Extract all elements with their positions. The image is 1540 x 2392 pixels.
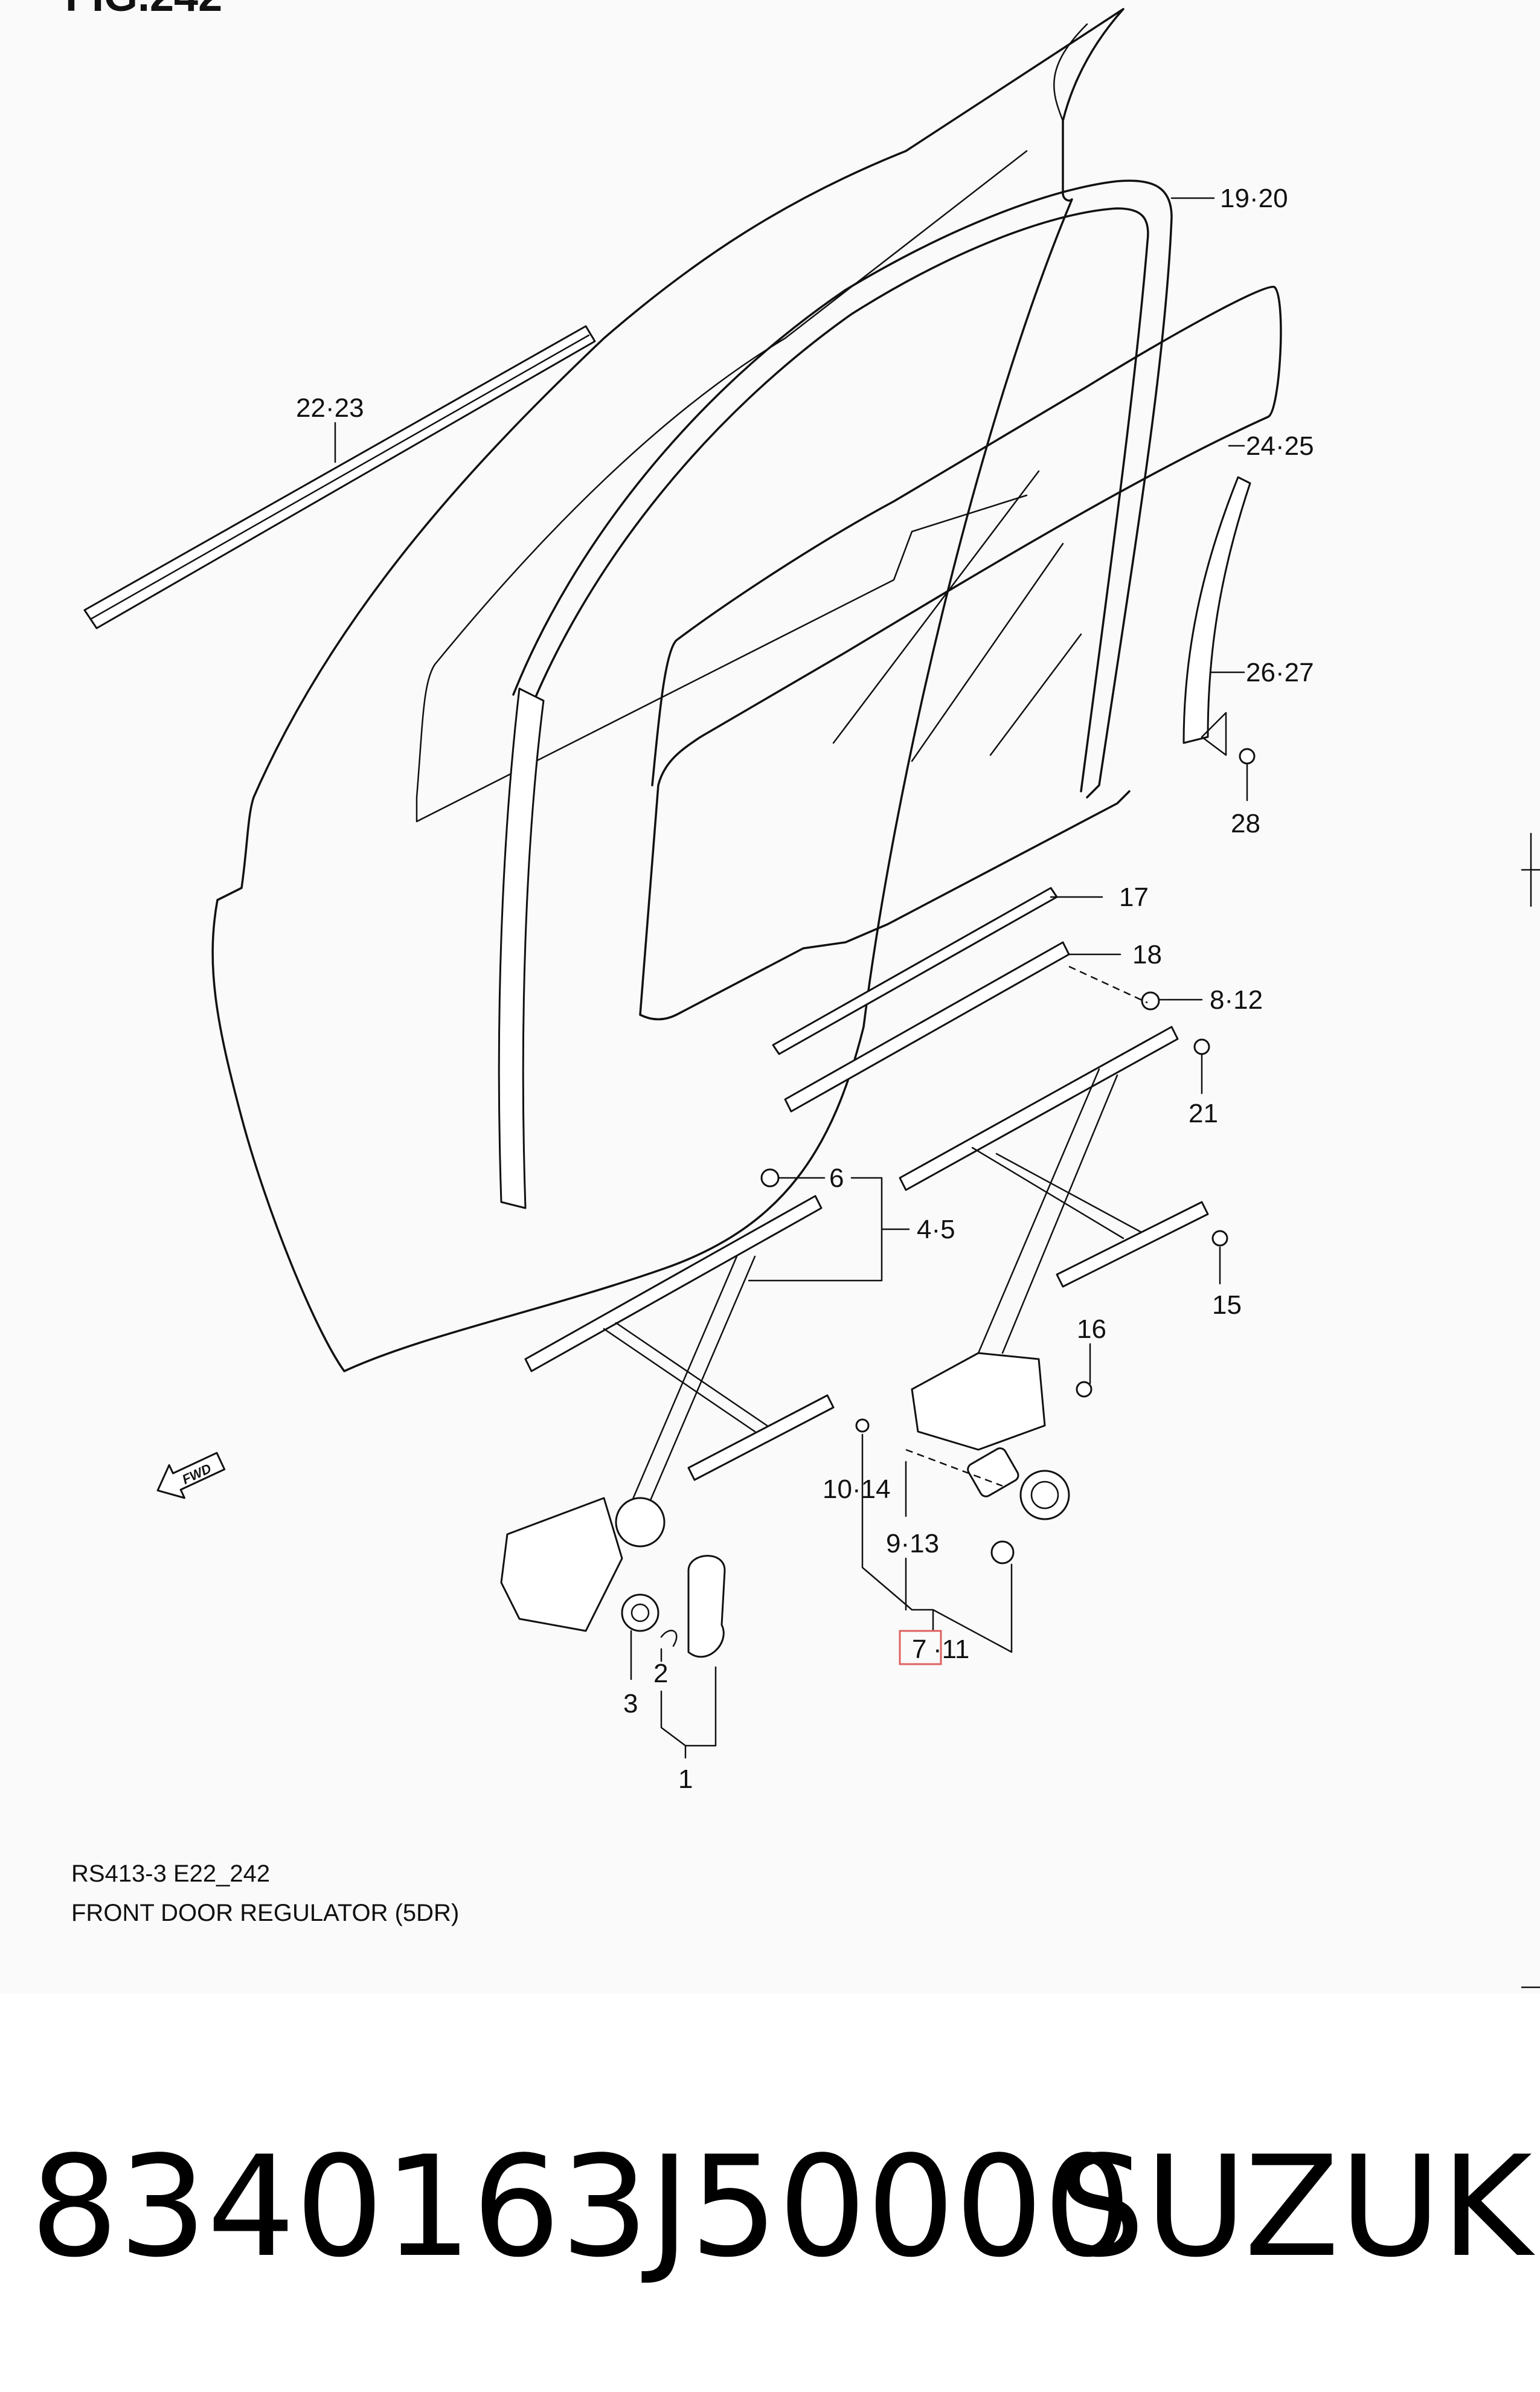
callout-3: 3 <box>623 1689 638 1718</box>
rear-sash-bracket <box>1201 712 1227 756</box>
diagram-code: RS413-3 E22_242 <box>71 1860 271 1887</box>
fwd-arrow: FWD <box>156 1452 226 1499</box>
door-belt-line <box>415 150 1028 823</box>
front-regulator-sector-plate <box>500 1497 623 1632</box>
front-run-channel <box>498 687 545 1209</box>
rear-regulator-arm-2 <box>995 1074 1143 1354</box>
bolt-28 <box>1239 748 1256 765</box>
footer-band <box>0 1993 1540 2392</box>
bolt-10-14 <box>855 1418 870 1433</box>
door-glass <box>639 286 1282 1021</box>
bolt-16 <box>1076 1381 1092 1398</box>
clip-6 <box>760 1168 780 1188</box>
bolt-15 <box>1211 1230 1228 1247</box>
front-regulator-lower-rail <box>687 1394 835 1481</box>
front-regulator-arm-1 <box>603 1255 756 1511</box>
highlight-box-7 <box>899 1630 942 1665</box>
washer-3 <box>621 1593 659 1632</box>
alignment-dash-1 <box>1068 965 1148 1004</box>
leader-1 <box>660 1666 717 1759</box>
rear-regulator-sector-plate <box>911 1352 1046 1451</box>
outer-weatherstrip-detail <box>89 334 590 620</box>
parts-diagram: FIG.242 <box>0 0 1540 1993</box>
leader-7-11 <box>911 1563 1013 1653</box>
handle-1 <box>687 1555 726 1658</box>
callout-8-12: 8·12 <box>1210 985 1263 1015</box>
rear-regulator-motor-hub <box>1030 1481 1059 1509</box>
glass-reflection-1 <box>832 470 1040 744</box>
callout-1: 1 <box>678 1764 693 1794</box>
callout-21: 21 <box>1189 1099 1218 1128</box>
diagram-description: FRONT DOOR REGULATOR (5DR) <box>71 1900 460 1926</box>
fwd-arrow-shape <box>156 1452 226 1499</box>
callout-2: 2 <box>653 1659 668 1688</box>
callout-24-25: 24·25 <box>1246 431 1314 461</box>
door-panel-outline <box>211 8 1125 1372</box>
glass-reflection-3 <box>989 633 1082 756</box>
callout-18: 18 <box>1132 940 1162 969</box>
callout-10-14: 10·14 <box>823 1474 891 1504</box>
front-regulator-upper-rail <box>524 1195 823 1372</box>
front-regulator-arm-2 <box>615 1255 768 1511</box>
diagram-drawing: FIG.242 <box>65 0 1540 1989</box>
callout-15: 15 <box>1212 1290 1242 1320</box>
part-number: 8340163J50000 <box>30 2127 1132 2288</box>
callout-19-20: 19·20 <box>1220 184 1288 213</box>
callout-26-27: 26·27 <box>1246 658 1314 687</box>
glass-reflection-2 <box>911 542 1064 762</box>
motor-9-13 <box>990 1540 1015 1564</box>
callout-9-13: 9·13 <box>886 1529 939 1558</box>
leader-10-14 <box>861 1433 913 1611</box>
callout-6: 6 <box>829 1163 844 1193</box>
rear-regulator-arm-1 <box>971 1068 1125 1354</box>
callout-28: 28 <box>1231 809 1260 838</box>
window-frame-outer <box>512 179 1173 799</box>
diagram-plate <box>0 0 1540 1993</box>
rear-sash-26-27 <box>1182 476 1251 744</box>
rear-regulator-lower-rail <box>1056 1201 1209 1288</box>
callout-22-23: 22·23 <box>296 393 364 423</box>
registration-mark-1 <box>1521 832 1540 907</box>
rear-regulator-gear-housing <box>967 1447 1019 1497</box>
callout-7: 7 <box>912 1635 926 1664</box>
callout-11: ·11 <box>933 1635 969 1664</box>
washer-3-hole <box>630 1603 650 1622</box>
door-inner-edge <box>1053 23 1088 122</box>
bolt-21 <box>1193 1038 1210 1055</box>
callout-17: 17 <box>1119 883 1149 912</box>
figure-title: FIG.242 <box>65 0 222 21</box>
callout-4-5: 4·5 <box>917 1215 955 1244</box>
window-frame-inner <box>530 207 1149 793</box>
clip-8-12 <box>1141 991 1160 1011</box>
rear-regulator-upper-rail <box>899 1026 1179 1191</box>
alignment-dash-2 <box>905 1448 1003 1487</box>
callout-16: 16 <box>1077 1314 1106 1344</box>
brand-name: SUZUKI <box>1057 2127 1540 2288</box>
front-regulator-gear <box>615 1497 666 1548</box>
leader-4-5 <box>748 1177 910 1282</box>
clip-2 <box>660 1630 678 1647</box>
rear-regulator-motor <box>1019 1470 1070 1520</box>
